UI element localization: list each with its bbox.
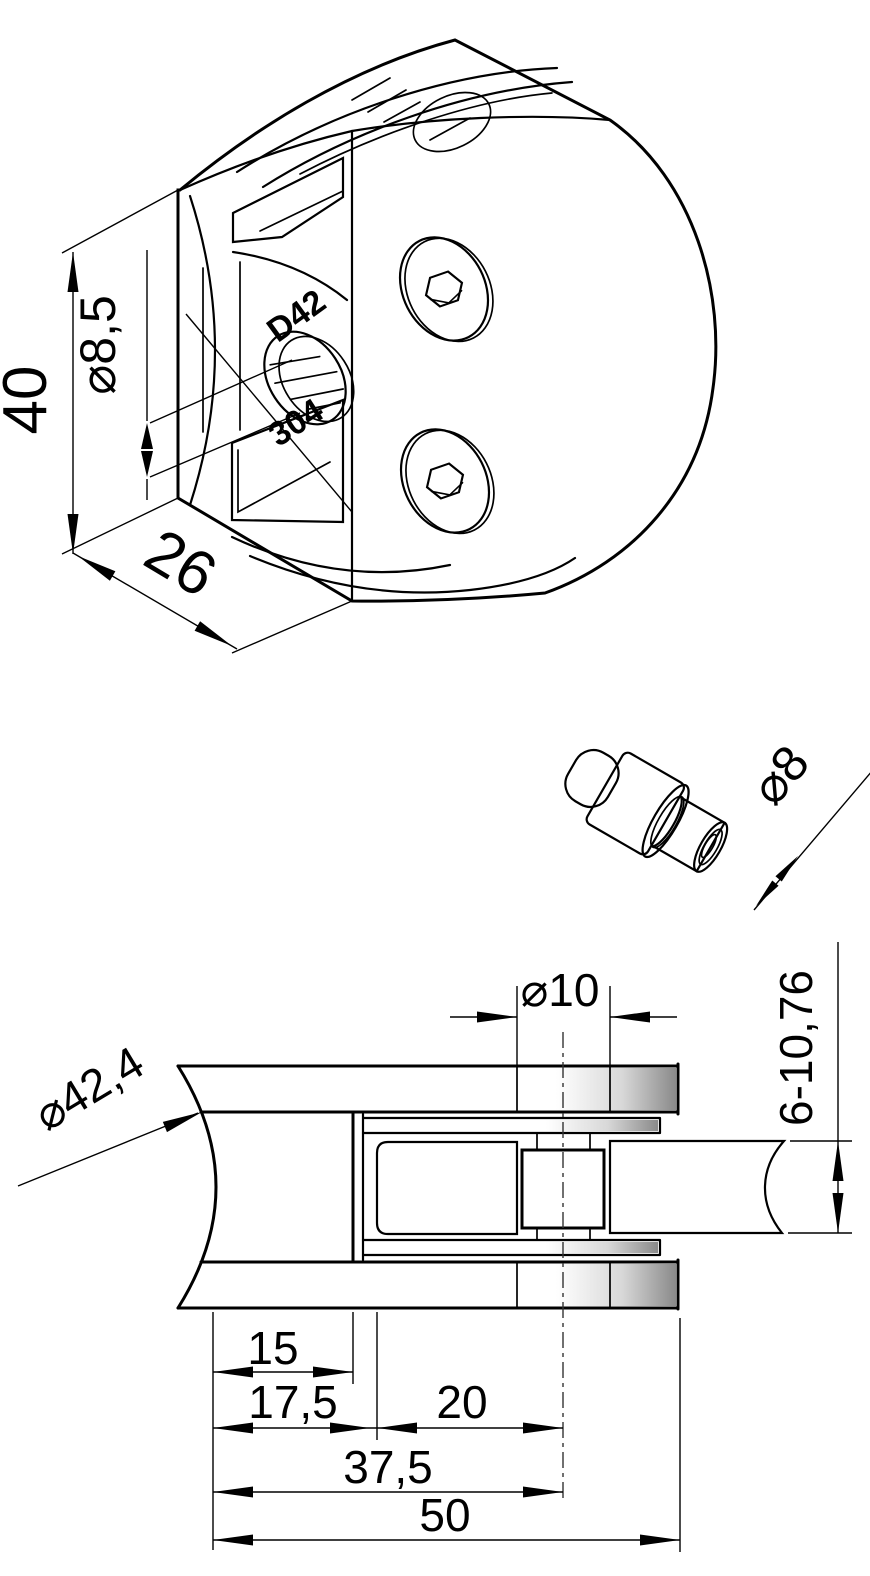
dim-26: 26 <box>72 516 353 654</box>
pin-shaft <box>650 795 727 873</box>
dim-20-text: 20 <box>436 1376 487 1428</box>
pin-shaft-lines <box>536 1132 591 1241</box>
pin-insert-view: ⌀8 <box>564 735 870 911</box>
iso-left-panel: D42 304 <box>176 129 577 603</box>
dim-42-4-text: ⌀42,4 <box>25 1036 152 1141</box>
iso-screw-bottom <box>399 428 495 535</box>
dim-8-text: ⌀8 <box>740 735 820 815</box>
glass-left <box>375 1140 519 1236</box>
iso-screw-top <box>398 236 494 343</box>
dim-15-text: 15 <box>247 1322 298 1374</box>
dim-8-5: ⌀8,5 <box>70 250 353 513</box>
dim-glass-thickness: 6-10,76 <box>770 942 852 1234</box>
plate-shading <box>556 1264 676 1306</box>
hex-socket-icon <box>424 270 464 308</box>
dim-10-text: ⌀10 <box>521 964 600 1016</box>
plate-shading <box>556 1068 676 1110</box>
dim-40-text: 40 <box>0 366 60 435</box>
engraving-model: D42 <box>260 282 333 349</box>
dim-8: ⌀8 <box>740 735 870 911</box>
dim-chain-bottom: 15 17,5 20 37,5 50 <box>212 1312 681 1552</box>
pin-rubber-sleeve <box>585 751 685 856</box>
iso-body-outline <box>176 38 718 603</box>
dim-40: 40 <box>0 189 179 555</box>
isometric-view: D42 304 <box>0 38 718 654</box>
pin-left-cap <box>564 748 620 809</box>
iso-mounting-hole <box>263 330 355 426</box>
dim-17-5-text: 17,5 <box>248 1376 338 1428</box>
dim-37-5-text: 37,5 <box>343 1441 433 1493</box>
plate-shading <box>546 1120 658 1131</box>
glass-right <box>608 1139 787 1235</box>
dim-glass-thickness-text: 6-10,76 <box>770 970 822 1126</box>
plate-shading <box>546 1242 658 1253</box>
hex-socket-icon <box>425 462 465 500</box>
dim-50-text: 50 <box>419 1489 470 1541</box>
dim-42-4: ⌀42,4 <box>17 1036 205 1187</box>
iso-top-face <box>235 66 612 189</box>
dim-8-5-text: ⌀8,5 <box>70 295 126 395</box>
clamp-body-lines <box>176 1062 680 1311</box>
dim-10: ⌀10 <box>450 964 677 1066</box>
iso-top-opening <box>231 156 345 244</box>
iso-slot-screw <box>412 91 492 153</box>
section-view: ⌀10 6-10,76 ⌀42,4 15 <box>17 942 852 1552</box>
